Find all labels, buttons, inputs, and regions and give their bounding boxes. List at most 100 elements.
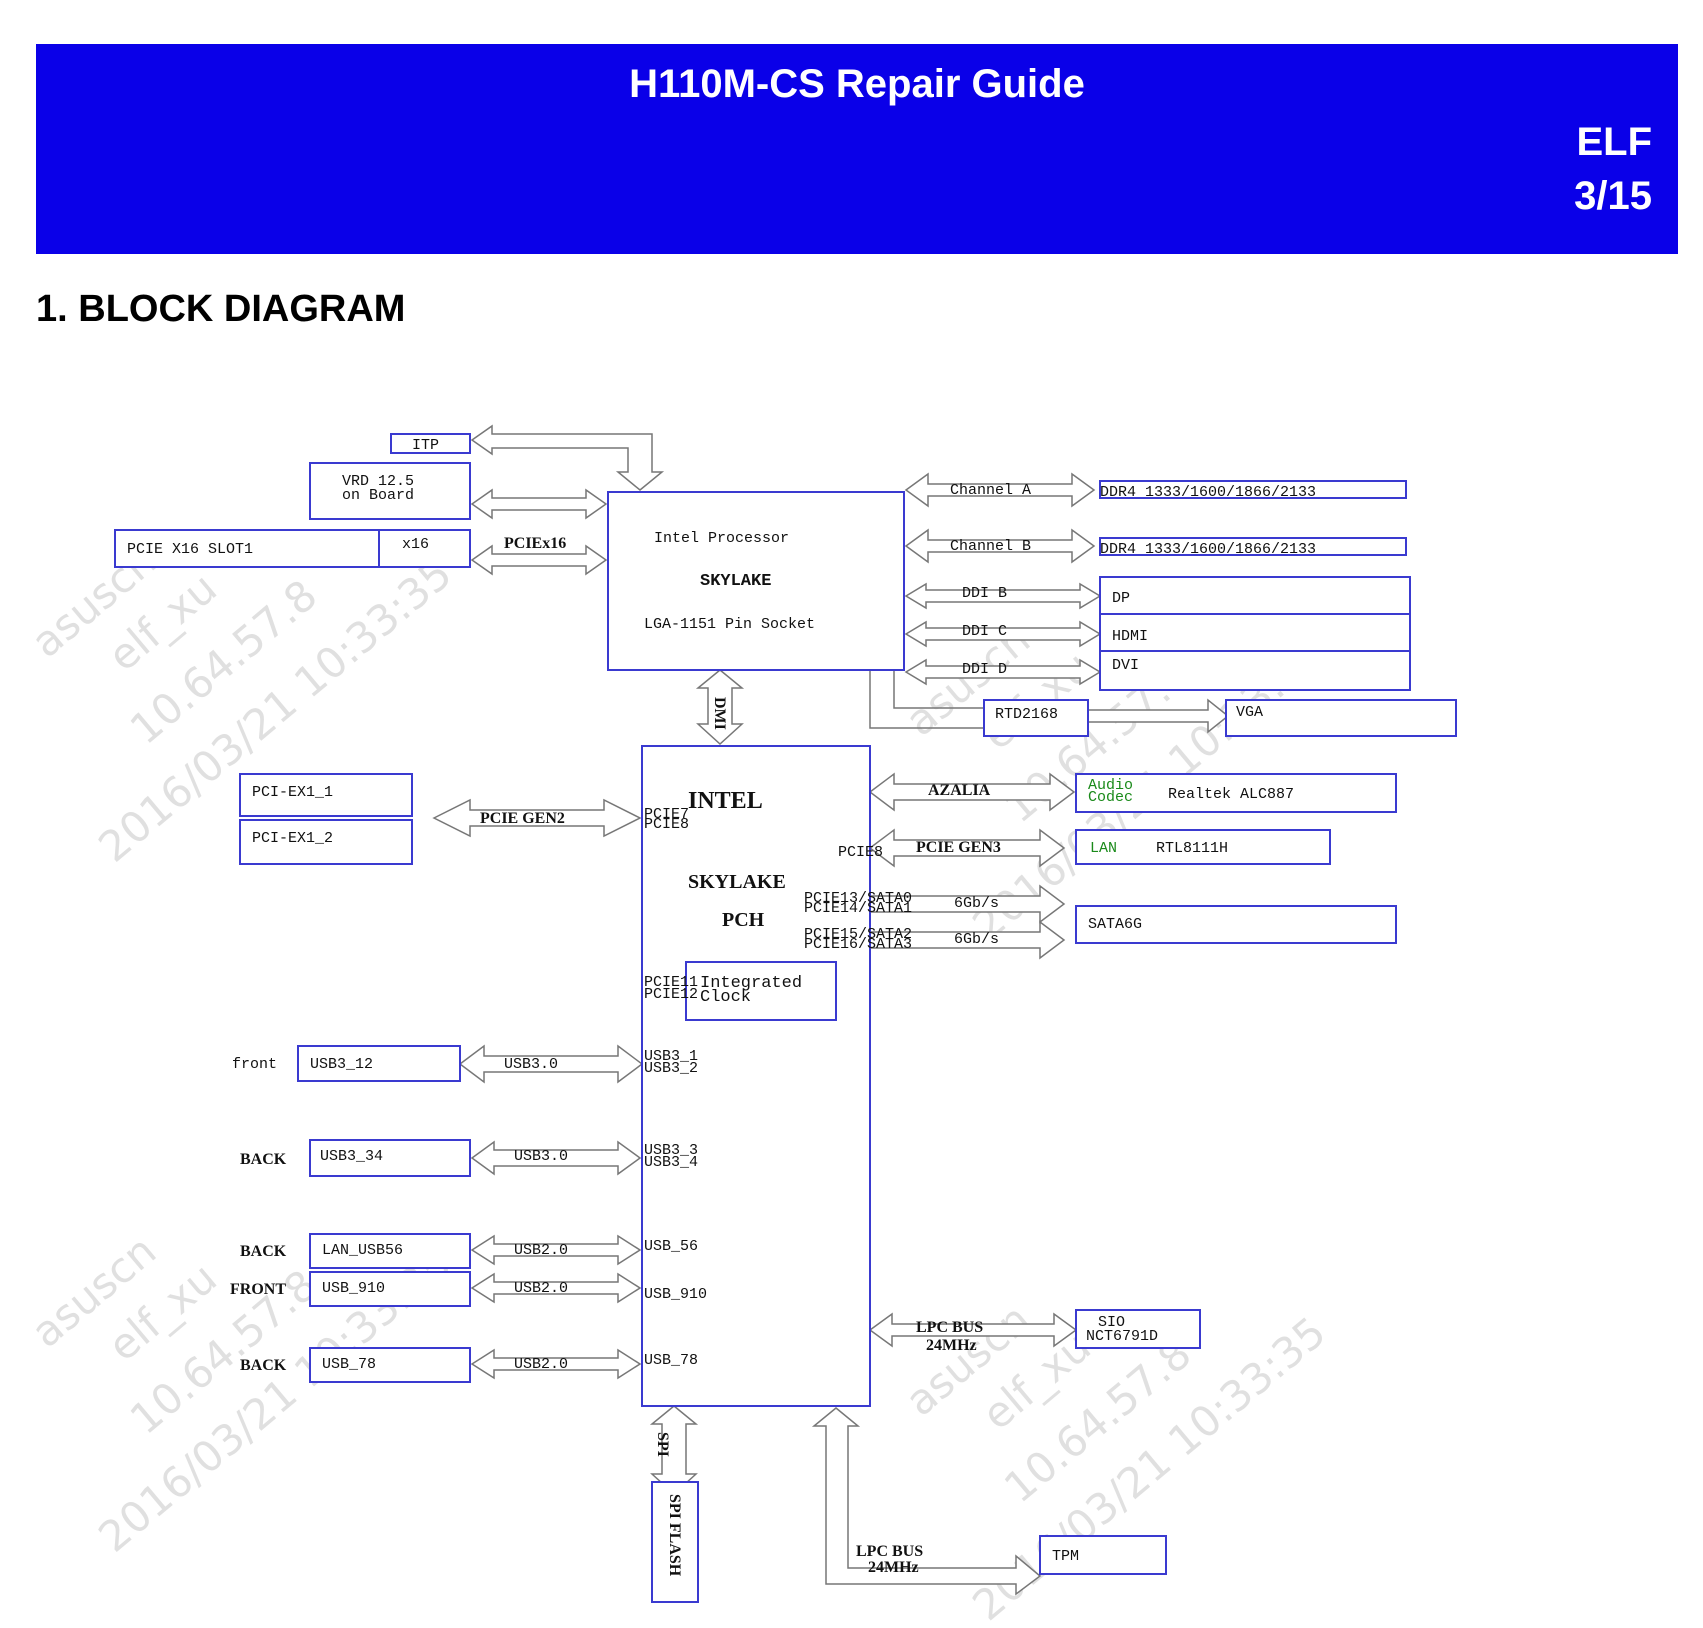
rtd2168-box	[983, 699, 1089, 737]
vrd-box	[309, 462, 471, 520]
lan-usb56-box	[309, 1233, 471, 1269]
usb910-port: USB_910	[644, 1286, 707, 1303]
usb78-bus: USB2.0	[514, 1356, 568, 1373]
sio-label-2: NCT6791D	[1086, 1328, 1158, 1345]
sata-arrow-1	[869, 884, 1066, 924]
itp-arrow	[470, 424, 665, 491]
lpc-sio-label: LPC BUS	[916, 1319, 983, 1336]
pch-box	[641, 745, 871, 1407]
sata-a-label-1: PCIE13/SATA0	[804, 890, 912, 907]
cpu-label-1: Intel Processor	[654, 530, 789, 547]
author-label: ELF	[1576, 120, 1652, 164]
header-banner: H110M-CS Repair Guide ELF 3/15	[36, 44, 1678, 254]
section-title: 1. BLOCK DIAGRAM	[36, 288, 406, 330]
pci-ex1-1-label: PCI-EX1_1	[252, 784, 333, 801]
usb56-port: USB_56	[644, 1238, 698, 1255]
sata-a-label-2: PCIE14/SATA1	[804, 900, 912, 917]
rtl-label: RTL8111H	[1156, 840, 1228, 857]
usb3-34-arrow	[470, 1140, 642, 1176]
usb3-4-port: USB3_4	[644, 1154, 698, 1171]
usb3-34-label: USB3_34	[320, 1148, 383, 1165]
azalia-label: AZALIA	[928, 782, 991, 799]
integrated-clock-label-2: Clock	[700, 988, 751, 1007]
pcie-x16-slot-box	[114, 529, 380, 568]
usb-78-box	[309, 1347, 471, 1383]
channel-a-arrow	[904, 472, 1096, 508]
realtek-label: Realtek ALC887	[1168, 786, 1294, 803]
spi-flash-box	[651, 1481, 699, 1603]
usb-78-label: USB_78	[322, 1356, 376, 1373]
dp-box	[1099, 576, 1411, 615]
rtd-line-1	[869, 668, 984, 729]
lpc-sio-mhz: 24MHz	[926, 1337, 977, 1354]
usb-row3-side: BACK	[240, 1243, 287, 1260]
pch-label-1: INTEL	[688, 788, 763, 814]
channel-b-arrow	[904, 528, 1096, 564]
pch-pcie8-label: PCIE8	[644, 816, 689, 833]
ddi-b-label: DDI B	[962, 585, 1007, 602]
ddi-d-label: DDI D	[962, 661, 1007, 678]
lan-label: LAN	[1090, 840, 1117, 857]
pcie-gen2-arrow	[432, 798, 642, 838]
cpu-label-3: LGA-1151 Pin Socket	[644, 616, 815, 633]
pch-pcie7-label: PCIE7	[644, 806, 689, 823]
lpc-tpm-label: LPC BUS	[856, 1543, 923, 1560]
dp-label: DP	[1112, 590, 1130, 607]
vrd-label-1: VRD 12.5	[342, 473, 414, 490]
pci-ex1-2-box	[239, 819, 413, 865]
usb-910-arrow	[470, 1272, 642, 1304]
usb910-bus: USB2.0	[514, 1280, 568, 1297]
vrd-arrow	[470, 488, 608, 520]
sata-b-label-1: PCIE15/SATA2	[804, 926, 912, 943]
usb-row1-side: front	[232, 1056, 277, 1073]
pch-pcie12-label: PCIE12	[644, 986, 698, 1003]
dvi-box	[1099, 650, 1411, 691]
lan-usb56-label: LAN_USB56	[322, 1242, 403, 1259]
usb3-12-box	[297, 1045, 461, 1082]
sata-b-speed: 6Gb/s	[954, 931, 999, 948]
usb3-34-box	[309, 1139, 471, 1177]
channel-b-label: Channel B	[950, 538, 1031, 555]
ddr-a-label: DDR4 1333/1600/1866/2133	[1100, 484, 1316, 501]
cpu-box	[607, 491, 905, 671]
x16-label: x16	[402, 536, 429, 553]
usb3-12-bus: USB3.0	[504, 1056, 558, 1073]
tpm-box	[1039, 1535, 1167, 1575]
dmi-arrow	[695, 669, 745, 746]
audio-codec-label-1: Audio	[1088, 777, 1133, 794]
lpc-tpm-mhz: 24MHz	[868, 1559, 919, 1576]
usb3-1-port: USB3_1	[644, 1048, 698, 1065]
usb3-3-port: USB3_3	[644, 1142, 698, 1159]
itp-label: ITP	[412, 437, 439, 454]
sio-label-1: SIO	[1098, 1314, 1125, 1331]
vga-box	[1225, 699, 1457, 737]
usb3-12-label: USB3_12	[310, 1056, 373, 1073]
pcie-gen3-label: PCIE GEN3	[916, 839, 1001, 856]
vga-arrow	[1087, 698, 1230, 734]
lpc-tpm-arrow	[811, 1407, 1042, 1596]
usb3-34-bus: USB3.0	[514, 1148, 568, 1165]
lan-box	[1075, 829, 1331, 865]
pch-label-2: SKYLAKE	[688, 871, 786, 893]
azalia-arrow	[868, 772, 1076, 812]
dvi-label: DVI	[1112, 657, 1139, 674]
pch-label-3: PCH	[722, 909, 765, 931]
doc-title: H110M-CS Repair Guide	[629, 62, 1085, 106]
integrated-clock-box	[685, 961, 837, 1021]
usb-row4-side: FRONT	[230, 1281, 286, 1298]
ddi-c-label: DDI C	[962, 623, 1007, 640]
rtd2168-label: RTD2168	[995, 706, 1058, 723]
spi-label: SPI	[654, 1432, 671, 1457]
usb-78-arrow	[470, 1348, 642, 1380]
rtd-line-2	[893, 668, 984, 709]
pcie-gen2-label: PCIE GEN2	[480, 810, 565, 827]
usb-row5-side: BACK	[240, 1357, 287, 1374]
sata-a-speed: 6Gb/s	[954, 895, 999, 912]
integrated-clock-label-1: Integrated	[700, 974, 802, 993]
pci-ex1-2-label: PCI-EX1_2	[252, 830, 333, 847]
cpu-label-2: SKYLAKE	[700, 572, 771, 591]
usb78-port: USB_78	[644, 1352, 698, 1369]
pciex16-label: PCIEx16	[504, 535, 566, 552]
vrd-label-2: on Board	[342, 487, 414, 504]
itp-box	[390, 433, 471, 454]
